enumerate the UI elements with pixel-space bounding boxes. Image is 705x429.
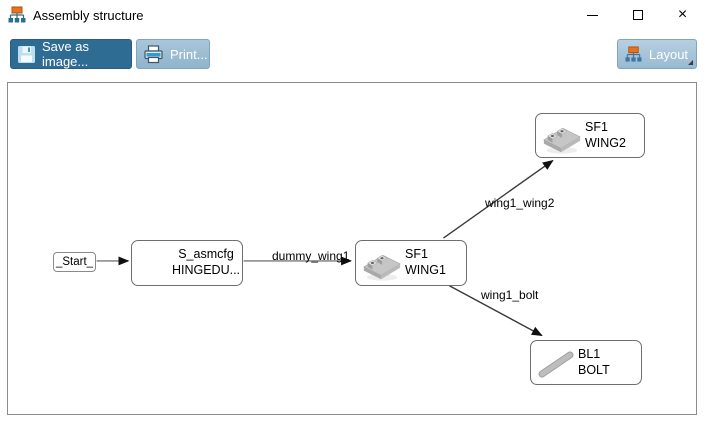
print-label: Print... [170,46,208,62]
node-label: S_asmcfg HINGEDU... [171,247,241,277]
maximize-button[interactable] [615,0,660,30]
save-as-image-label: Save as image... [42,39,89,69]
toolbar: Save as image... Print... Layout [0,30,705,76]
minimize-button[interactable] [570,0,615,30]
hierarchy-icon [624,45,643,63]
node-label: BL1 BOLT [578,346,610,377]
close-icon: × [677,6,688,23]
save-as-image-button[interactable]: Save as image... [10,39,132,69]
wing-part-icon [361,243,403,283]
floppy-icon [17,45,36,64]
node-bolt[interactable]: BL1 BOLT [530,340,642,385]
node-wing1[interactable]: SF1 WING1 [355,240,467,286]
printer-icon [143,44,164,64]
node-start[interactable]: _Start_ [53,252,96,272]
node-label: SF1 WING1 [405,247,446,277]
node-label: SF1 WING2 [585,119,626,150]
bolt-icon [536,344,576,382]
layout-button[interactable]: Layout [617,39,697,69]
node-wing2[interactable]: SF1 WING2 [535,113,645,158]
node-asmcfg[interactable]: S_asmcfg HINGEDU... [131,240,243,286]
print-button[interactable]: Print... [136,39,210,69]
assembly-diagram-canvas[interactable]: _Start_ S_asmcfg HINGEDU... SF1 WING1 SF1 W… [7,82,697,415]
edge-label-wing1_bolt: wing1_bolt [481,288,539,302]
hierarchy-icon [7,6,27,24]
title-bar: Assembly structure × [0,0,705,30]
edge-label-dummy_wing1: dummy_wing1 [272,249,350,263]
diagram-edges [96,159,554,337]
window-title: Assembly structure [33,7,144,23]
edge-line-wing1_wing2 [443,159,554,239]
edge-line-wing1_bolt [449,285,543,337]
edge-label-wing1_wing2: wing1_wing2 [485,196,555,210]
chevron-down-icon [688,60,693,65]
layout-label: Layout [649,46,689,62]
close-button[interactable]: × [660,0,705,30]
window-controls: × [570,0,705,30]
maximize-icon [632,10,643,20]
node-label: _Start_ [55,255,94,268]
minimize-icon [587,14,598,16]
wing-part-icon [541,116,583,156]
